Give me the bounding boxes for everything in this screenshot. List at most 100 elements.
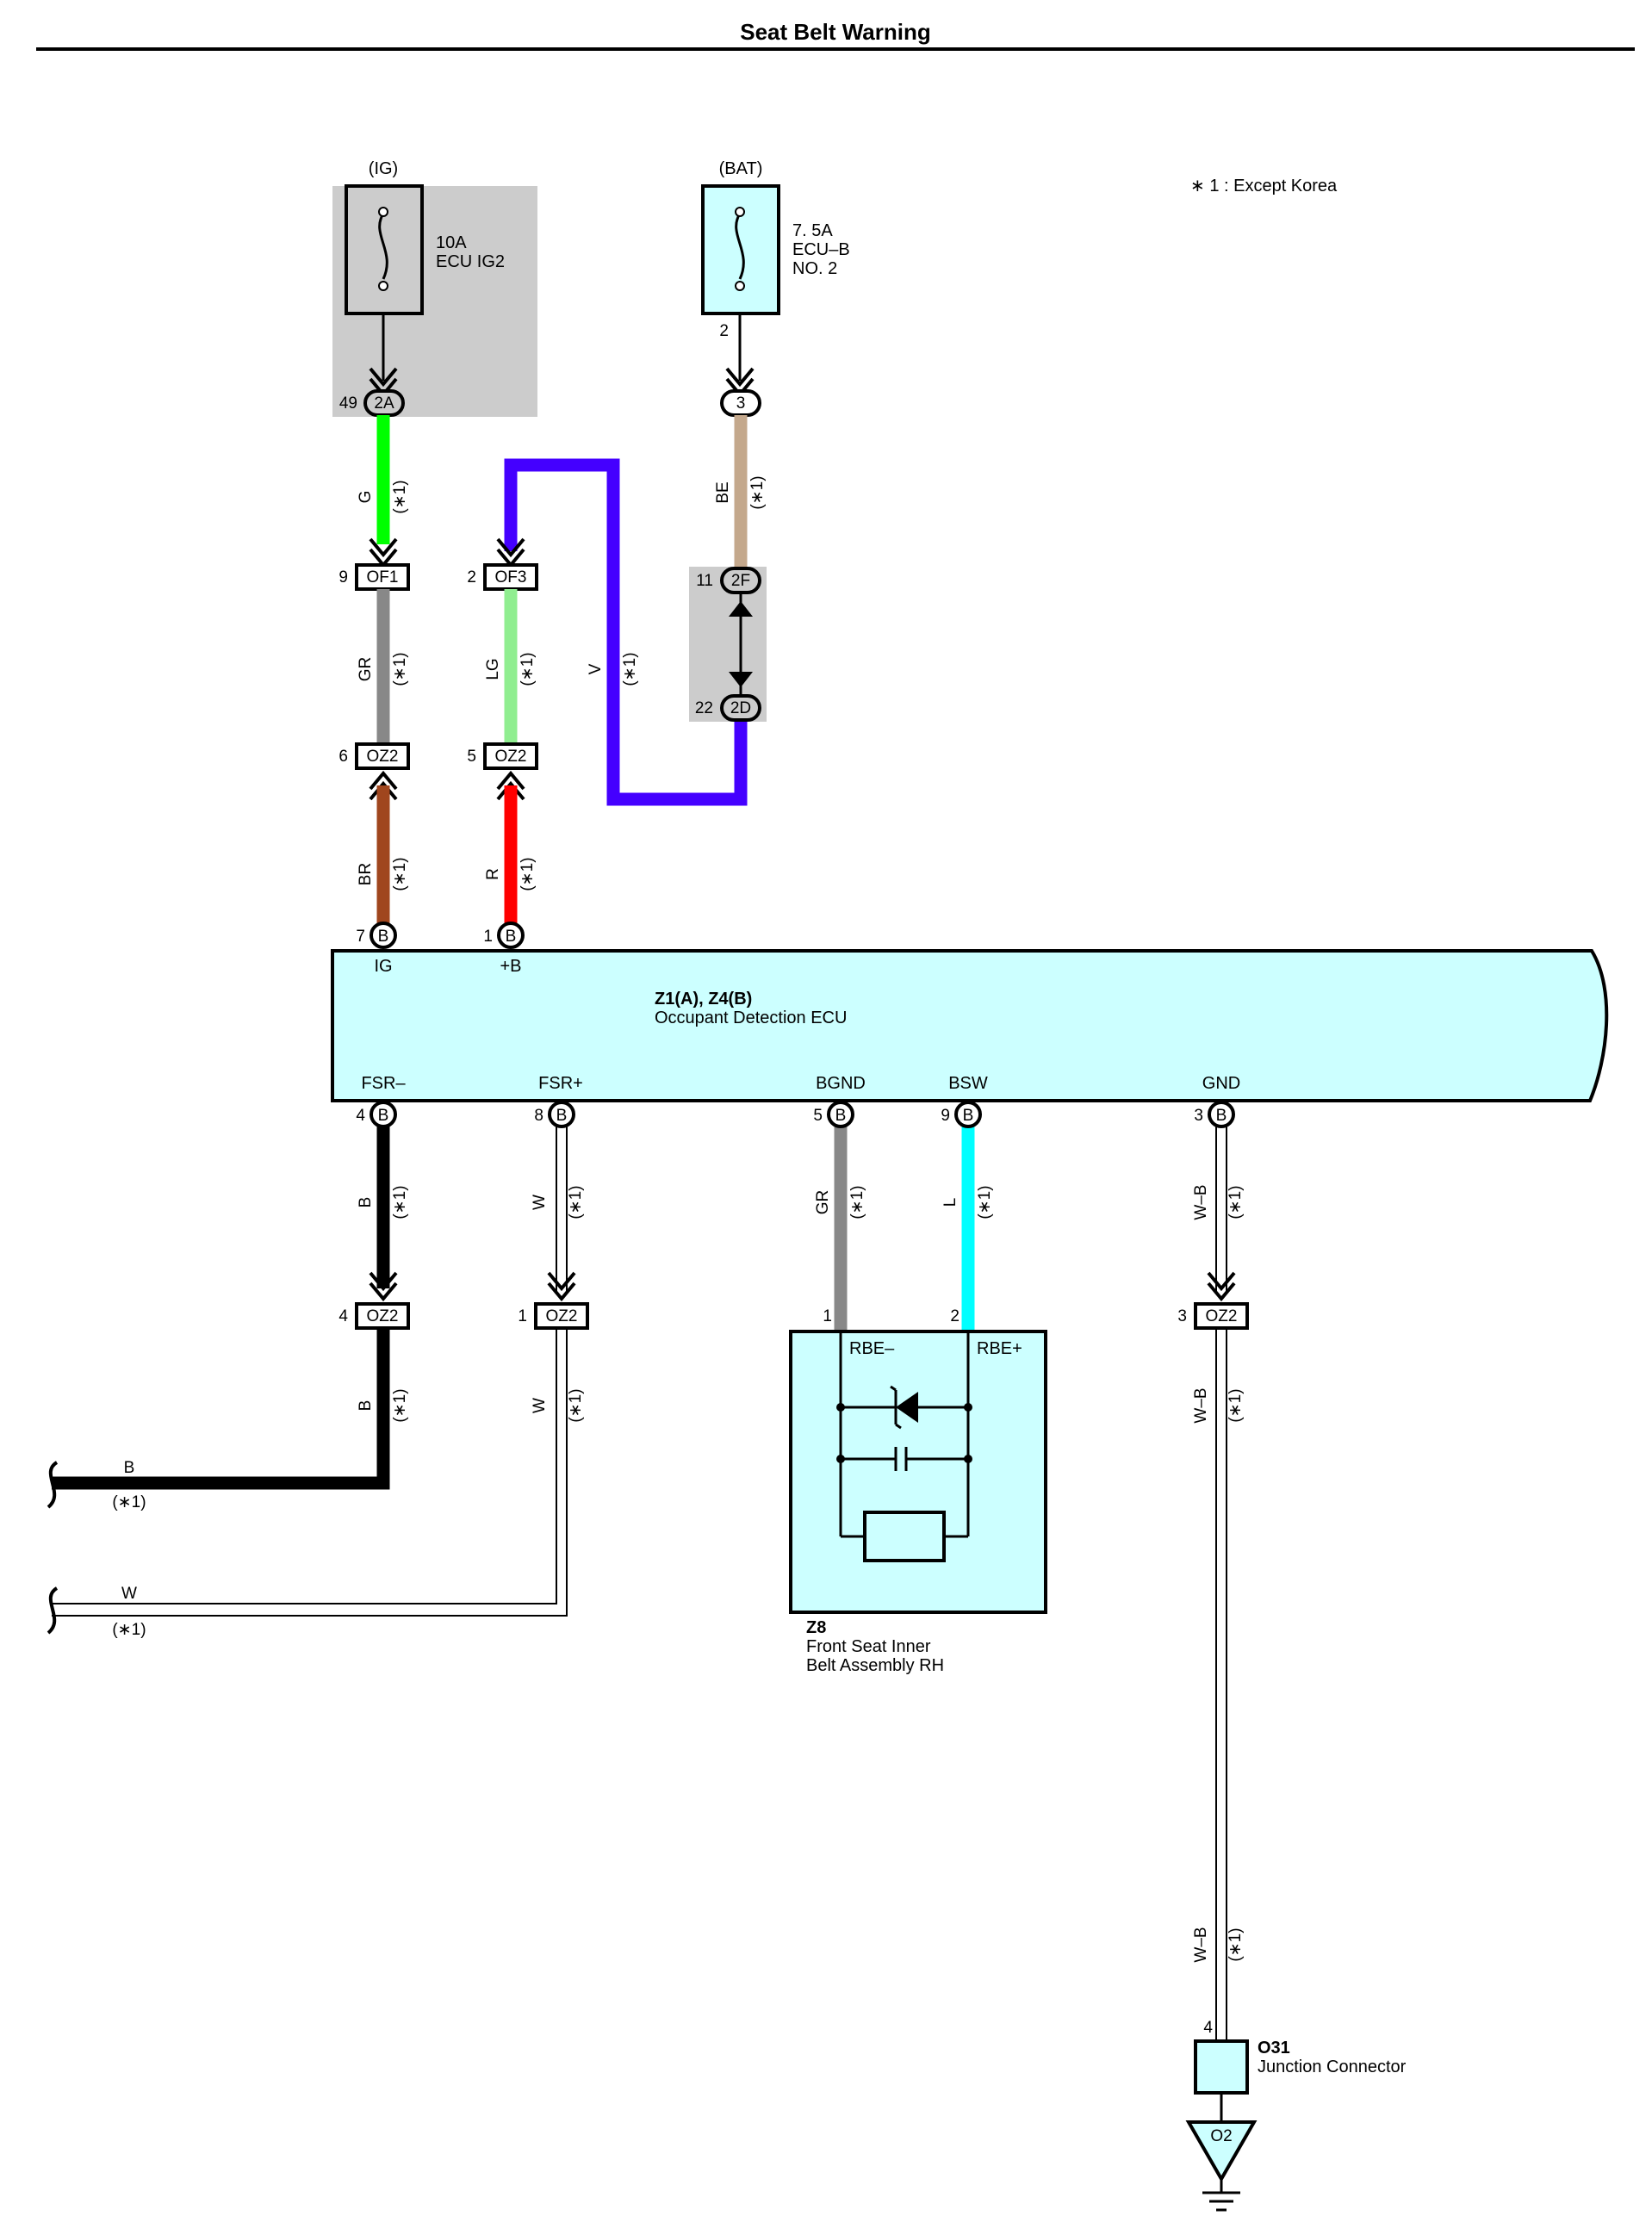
belt-term-minus: RBE– [849, 1339, 895, 1358]
bat-fuse-amp: 7. 5A [792, 221, 833, 240]
wire-g-note: (∗1) [391, 480, 409, 513]
svg-text:O2: O2 [1210, 2127, 1232, 2145]
svg-text:B: B [378, 1107, 389, 1125]
wire-w-left-note: (∗1) [112, 1621, 146, 1639]
wire-w-top-note: (∗1) [567, 1185, 585, 1219]
svg-text:2D: 2D [730, 699, 751, 717]
junction-code: O31 [1258, 2039, 1290, 2058]
connector-oz2-4: OZ2 4 [338, 1302, 410, 1330]
svg-text:B: B [556, 1107, 568, 1125]
svg-text:OF1: OF1 [367, 568, 399, 587]
wire-wb-2-note: (∗1) [1227, 1388, 1245, 1422]
wire-r-color: R [484, 868, 502, 880]
belt-assembly-box [789, 1330, 1047, 1614]
ecu-name: Occupant Detection ECU [655, 1009, 847, 1027]
svg-text:5: 5 [813, 1107, 823, 1125]
wire-b-bottom [52, 1328, 390, 1490]
svg-text:8: 8 [534, 1107, 543, 1125]
wire-gr-1-note: (∗1) [391, 652, 409, 686]
capacitor-icon [894, 1447, 908, 1471]
connector-oz2-3: OZ2 3 [1177, 1302, 1249, 1330]
connector-of1: OF1 9 [338, 563, 410, 591]
svg-text:3: 3 [736, 394, 746, 413]
ecu-term-b-plus: +B [500, 957, 521, 976]
belt-internal-circuit [839, 1331, 970, 1538]
ig-fuse-icon [378, 213, 388, 280]
connector-2a: 2A 49 [339, 389, 405, 417]
ecu-pin-1: B 1 [483, 922, 525, 949]
svg-text:9: 9 [941, 1107, 950, 1125]
svg-text:2A: 2A [374, 394, 394, 413]
junction-name: Junction Connector [1258, 2058, 1407, 2076]
wire-wb-3-color: W–B [1192, 1927, 1210, 1962]
wire-w-bot-note: (∗1) [567, 1388, 585, 1422]
wire-wb-1 [1215, 1125, 1227, 1292]
svg-text:9: 9 [338, 568, 348, 587]
svg-text:6: 6 [338, 748, 348, 766]
junction-pin: 4 [1203, 2019, 1213, 2037]
wire-b-bot-color: B [357, 1400, 375, 1412]
connector-2d: 2D 22 [695, 694, 761, 722]
ig-fuse-name: ECU IG2 [436, 252, 505, 271]
belt-term-plus: RBE+ [977, 1339, 1022, 1358]
wire-w-bottom [52, 1328, 568, 1617]
wire-b-left-note: (∗1) [112, 1493, 146, 1511]
connector-oz2-1: OZ2 1 [518, 1302, 589, 1330]
svg-text:OZ2: OZ2 [367, 1307, 399, 1325]
wire-gr-2-color: GR [814, 1190, 832, 1215]
wire-v-note: (∗1) [621, 652, 639, 686]
resistor-icon [863, 1511, 946, 1562]
wire-lg-note: (∗1) [519, 652, 537, 686]
wire-wb-1-note: (∗1) [1227, 1185, 1245, 1219]
belt-pin-2: 2 [950, 1307, 960, 1325]
wire-wb-2 [1215, 1328, 1227, 2041]
connector-oz2-6: OZ2 6 [338, 742, 410, 770]
ecu-term-bsw: BSW [948, 1074, 988, 1093]
svg-text:OZ2: OZ2 [367, 748, 399, 766]
svg-text:OZ2: OZ2 [495, 748, 527, 766]
diagram-title: Seat Belt Warning [740, 19, 931, 45]
ig-fuse-amp: 10A [436, 233, 467, 252]
bat-fuse-pin: 2 [719, 322, 729, 340]
wire-g-color: G [357, 491, 375, 504]
wire-wb-3-note: (∗1) [1227, 1927, 1245, 1961]
legend-note: ∗ 1 : Except Korea [1190, 177, 1338, 196]
bat-fuse-name: ECU–B [792, 240, 850, 259]
svg-text:2: 2 [467, 568, 476, 587]
wire-l-color: L [941, 1198, 960, 1207]
ecu-term-fsr-minus: FSR– [361, 1074, 406, 1093]
junction-connector-box [1194, 2039, 1249, 2095]
ecu-pin-7: B 7 [356, 922, 397, 949]
wire-gr-2-note: (∗1) [848, 1185, 866, 1219]
bat-source-label: (BAT) [719, 159, 763, 178]
wire-br-color: BR [357, 863, 375, 885]
wire-b-left-color: B [124, 1459, 135, 1477]
svg-text:2F: 2F [731, 572, 750, 590]
svg-text:1: 1 [483, 928, 493, 946]
belt-pin-1: 1 [823, 1307, 832, 1325]
zener-diode-icon [896, 1392, 918, 1423]
wire-br-note: (∗1) [391, 857, 409, 891]
svg-text:11: 11 [696, 572, 713, 590]
connector-oz2-5: OZ2 5 [467, 742, 538, 770]
wire-lg-color: LG [484, 658, 502, 680]
svg-text:3: 3 [1194, 1107, 1203, 1125]
ig-source-label: (IG) [369, 159, 398, 178]
ecu-pin-4: B 4 [356, 1101, 397, 1128]
w-wire-break-icon [47, 1586, 59, 1635]
wire-r-note: (∗1) [519, 857, 537, 891]
svg-text:5: 5 [467, 748, 476, 766]
wire-v-color: V [587, 663, 605, 674]
ecu-pin-5: B 5 [813, 1101, 854, 1128]
bat-fuse-icon [735, 213, 745, 280]
connector-of3: OF3 2 [467, 563, 538, 591]
svg-text:OZ2: OZ2 [1206, 1307, 1238, 1325]
belt-name-2: Belt Assembly RH [806, 1656, 944, 1675]
wire-wb-2-color: W–B [1192, 1387, 1210, 1423]
wire-b-top-color: B [357, 1197, 375, 1208]
svg-text:22: 22 [695, 699, 713, 717]
svg-text:3: 3 [1177, 1307, 1187, 1325]
wire-v [504, 458, 748, 806]
svg-text:B: B [1216, 1107, 1227, 1125]
